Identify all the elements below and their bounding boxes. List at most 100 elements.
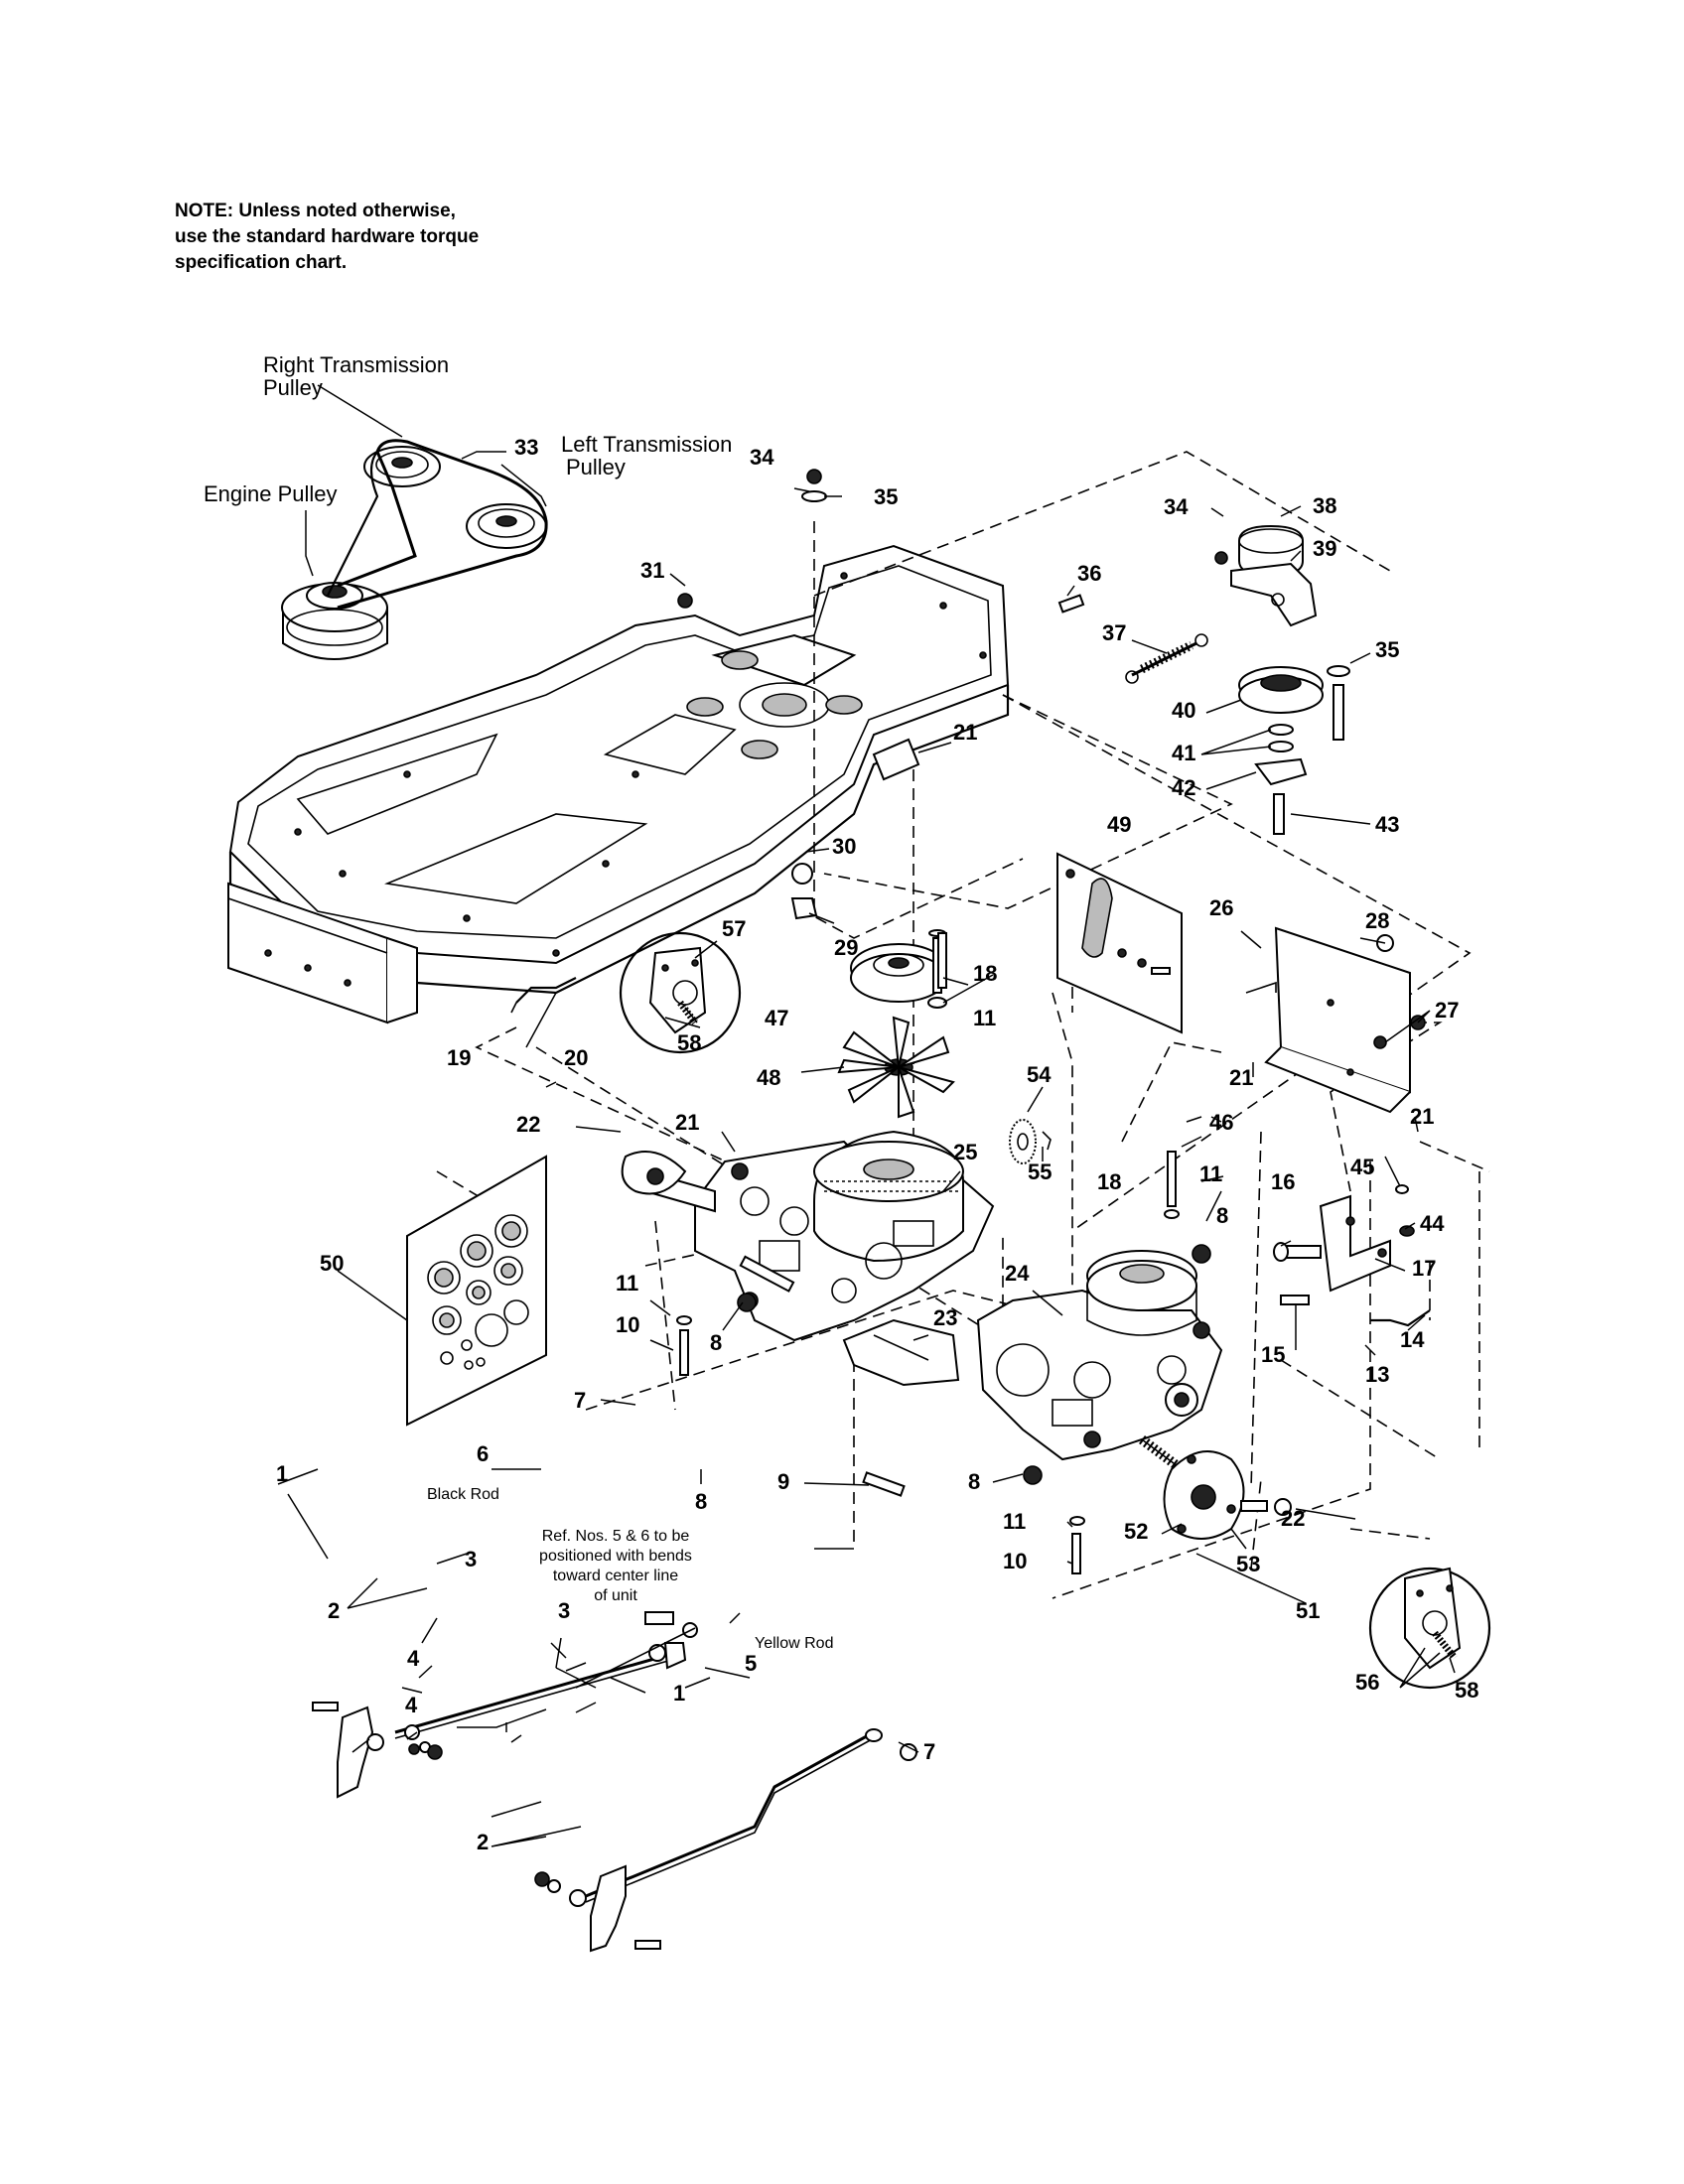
- cooling-fan: [837, 1016, 955, 1119]
- callout: 4: [405, 1693, 418, 1717]
- callout: 51: [1296, 1598, 1320, 1623]
- callout: 1: [276, 1461, 288, 1486]
- callout: 20: [564, 1045, 588, 1070]
- pin-20: [510, 977, 577, 1014]
- callout: 39: [1313, 536, 1336, 561]
- callout: 52: [1124, 1519, 1148, 1544]
- bracket-17: [1273, 1184, 1431, 1327]
- label-engine-pulley: Engine Pulley: [204, 481, 338, 506]
- label-left-transmission-pulley-1: Left Transmission: [561, 432, 732, 457]
- callout: 7: [923, 1739, 935, 1764]
- bolts-10-18: [676, 932, 1211, 1574]
- callout: 18: [973, 961, 997, 986]
- label-right-transmission-pulley-2: Pulley: [263, 375, 323, 400]
- leader-lines: [277, 384, 1456, 1847]
- label-ref-note-3: toward center line: [553, 1568, 678, 1584]
- callout: 3: [558, 1598, 570, 1623]
- callout: 24: [1005, 1261, 1030, 1286]
- callout: 17: [1412, 1256, 1436, 1281]
- detail-circle-57-58: [619, 931, 742, 1054]
- label-black-rod: Black Rod: [427, 1486, 499, 1503]
- callout: 8: [710, 1330, 722, 1355]
- wheel-hub-52: [1163, 1450, 1292, 1540]
- callout: 26: [1209, 895, 1233, 920]
- mounting-plate-26: [1245, 926, 1426, 1114]
- callout: 11: [616, 1271, 638, 1296]
- callout: 46: [1209, 1110, 1233, 1135]
- detail-circle-56-58: [1368, 1567, 1491, 1690]
- label-right-transmission-pulley-1: Right Transmission: [263, 352, 449, 377]
- callout: 57: [722, 916, 746, 941]
- chassis-frame: [227, 544, 1010, 1024]
- callout: 6: [477, 1441, 489, 1466]
- idler-spring: [1125, 633, 1208, 684]
- idler-assembly: [677, 469, 1350, 920]
- torque-note-line-3: specification chart.: [175, 252, 348, 273]
- lever-bracket-lower: [534, 1864, 661, 1953]
- callout: 34: [1164, 494, 1189, 519]
- callout: 10: [616, 1312, 639, 1337]
- yellow-rod: [575, 1627, 917, 1903]
- callout: 7: [574, 1388, 586, 1413]
- callout: 53: [1236, 1552, 1260, 1576]
- callout: 11: [973, 1006, 996, 1030]
- callout: 56: [1355, 1670, 1379, 1695]
- black-rod: [394, 1611, 698, 1739]
- callout: 22: [516, 1112, 540, 1137]
- callout: 47: [765, 1006, 788, 1030]
- callout: 28: [1365, 908, 1389, 933]
- callout: 38: [1313, 493, 1336, 518]
- callout: 42: [1172, 775, 1195, 800]
- callout: 11: [1199, 1161, 1222, 1186]
- callout: 37: [1102, 620, 1126, 645]
- callout: 31: [640, 558, 664, 583]
- callout: 35: [1375, 637, 1399, 662]
- right-transmission: [976, 1250, 1223, 1473]
- callout: 9: [777, 1469, 789, 1494]
- callout: 41: [1172, 741, 1195, 765]
- callout: 10: [1003, 1549, 1027, 1573]
- right-transmission-pulley: [363, 446, 441, 487]
- torque-note-line-1: NOTE: Unless noted otherwise,: [175, 201, 456, 221]
- callout: 45: [1350, 1155, 1374, 1179]
- callout: 34: [750, 445, 774, 470]
- callout: 8: [695, 1489, 707, 1514]
- callout: 54: [1027, 1062, 1052, 1087]
- left-transmission-pulley: [466, 503, 547, 549]
- callout: 49: [1107, 812, 1131, 837]
- callout: 44: [1420, 1211, 1445, 1236]
- callout: 35: [874, 484, 898, 509]
- bolt-9-lower: [862, 1471, 906, 1497]
- callout: 4: [407, 1646, 420, 1671]
- torque-note-line-2: use the standard hardware torque: [175, 226, 480, 247]
- label-left-transmission-pulley-2: Pulley: [566, 455, 626, 479]
- callout: 11: [1003, 1509, 1026, 1534]
- callout: 19: [447, 1045, 471, 1070]
- text-labels: Right Transmission Pulley Left Transmiss…: [204, 352, 833, 1652]
- callout: 21: [675, 1110, 699, 1135]
- callout: 40: [1172, 698, 1195, 723]
- callout: 21: [953, 720, 977, 745]
- fan-and-pulley: [837, 929, 955, 1119]
- callout: 29: [834, 935, 858, 960]
- callout: 55: [1028, 1160, 1052, 1184]
- callout: 13: [1365, 1362, 1389, 1387]
- engine-pulley: [281, 582, 388, 660]
- callout: 1: [673, 1681, 685, 1706]
- callout: 50: [320, 1251, 344, 1276]
- drive-belt: [327, 439, 548, 610]
- callout-numbers: 33 34 35 34 38 39 31 36 37 35 40 41 42 4…: [276, 435, 1478, 1854]
- gear-54: [1009, 1119, 1052, 1164]
- left-transmission: [621, 1130, 995, 1342]
- callout: 15: [1261, 1342, 1285, 1367]
- callout: 58: [677, 1030, 701, 1055]
- belt-drive-inset: [281, 439, 548, 660]
- lever-bracket-upper: [312, 1702, 443, 1799]
- callout: 43: [1375, 812, 1399, 837]
- callout: 5: [745, 1651, 757, 1676]
- callout: 18: [1097, 1169, 1121, 1194]
- callout: 25: [953, 1140, 977, 1164]
- callout: 8: [1216, 1203, 1228, 1228]
